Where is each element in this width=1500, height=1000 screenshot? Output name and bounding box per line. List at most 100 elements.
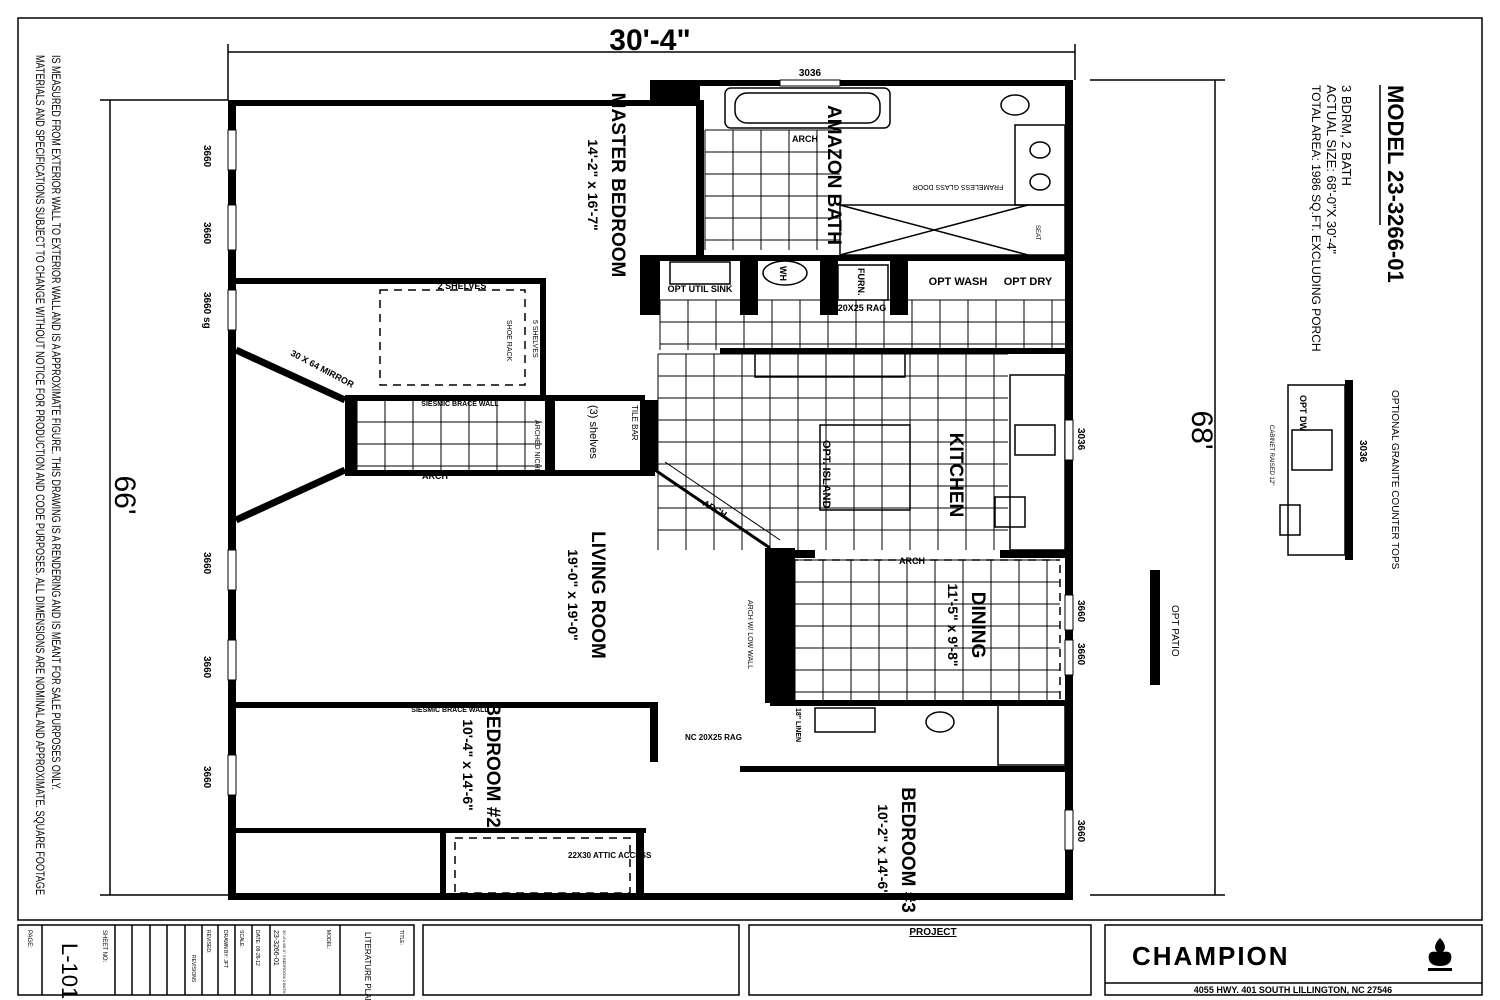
flame-logo-icon [1428,938,1452,971]
window-label: 3660 [1075,600,1086,623]
opt-wash-label: OPT WASH [929,276,988,288]
sheet-border [17,17,1483,921]
toilet [1000,94,1030,116]
room-bath: AMAZON BATH [823,105,844,245]
actual-size: ACTUAL SIZE: 68'-0"X 30'-4" [1324,85,1339,254]
model-sub: 30'-4"x 68'-0" 3 BEDROOM 2 BATH [282,930,287,994]
granite-counter-inset: OPTIONAL GRANITE COUNTER TOPS 3036 CABIN… [1268,380,1400,570]
room-kitchen: KITCHEN [945,433,966,517]
siesmic-label: SIESMIC BRACE WALL [421,401,499,408]
mirror-label: 30 X 64 MIRROR [289,348,356,390]
room-bedroom-2: BEDROOM #2 10'-4" x 14'-6" [460,702,503,828]
window-label: 3660 [201,766,212,789]
sheet-no: L-101 [57,943,82,999]
cabinet-raised-label: CABINET RAISED 12" [1268,425,1274,485]
opt-patio-label: OPT PATIO [1169,605,1180,657]
scale-label: SCALE: [238,930,244,948]
arch-label: ARCH [792,134,818,144]
arch-label: ARCH [899,556,925,566]
shelves-label: 2 SHELVES [438,281,487,291]
room-master-bedroom: MASTER BEDROOM 14'-2" x 16'-7" [585,93,628,278]
title-value: LITERATURE PLAN [363,932,372,1000]
bathtub [724,87,891,129]
room-living: LIVING ROOM 19'-0" x 19'-0" [565,531,608,659]
shower [839,204,1066,256]
total-area: TOTAL AREA: 1986 SQ.FT. EXCLUDING PORCH [1309,85,1323,352]
opt-patio: OPT PATIO [1150,570,1180,685]
water-heater [762,260,808,286]
rag-label: 20X25 RAG [838,303,887,313]
window-label: 3036 [1075,428,1086,451]
model-value: 23-3266-01 [272,930,279,966]
svg-text:BEDROOM #3: BEDROOM #3 [897,787,918,913]
dimension-width: 30'-4" [227,24,1076,100]
brand-logo: CHAMPION [1132,941,1290,971]
attic-closet [454,837,631,894]
tile-bar-label: TILE BAR [630,405,639,441]
room-labels: MASTER BEDROOM 14'-2" x 16'-7" AMAZON BA… [460,93,988,913]
room-dining: DINING 11'-5" x 9'-8" [945,584,988,667]
cabinets [754,351,906,378]
arch-label: ARCH [422,471,448,481]
dimension-left: 66' [100,99,228,896]
svg-text:LIVING ROOM: LIVING ROOM [587,531,608,659]
title-block: PAGE: SHEET NO: L-101 REVISIONS REVISED:… [17,924,1483,1000]
opt-dry-label: OPT DRY [1004,276,1053,288]
model-title: MODEL 23-3266-01 [1383,85,1408,283]
shoe-rack-label: SHOE RACK [505,320,512,362]
svg-text:10'-2" x 14'-6": 10'-2" x 14'-6" [875,804,891,896]
svg-text:BEDROOM #2: BEDROOM #2 [482,702,503,828]
arch-label: ARCH [701,498,729,520]
window-label: 3036 [799,68,822,79]
niche-label: ARCHED NICHE [533,420,540,474]
dimension-right: 68' [1090,79,1225,896]
room-bedroom-3: BEDROOM #3 10'-2" x 14'-6" [875,787,918,913]
walls [228,80,1073,900]
svg-text:MASTER BEDROOM: MASTER BEDROOM [607,93,628,278]
sheet-no-label: SHEET NO: [101,930,107,963]
granite-label: OPTIONAL GRANITE COUNTER TOPS [1389,390,1400,570]
width-label: 30'-4" [609,24,690,57]
svg-text:DINING: DINING [967,592,988,659]
svg-text:10'-4" x 14'-6": 10'-4" x 14'-6" [460,719,476,811]
toilet [925,711,955,733]
arch-low-wall-label: ARCH W/ LOW WALL [746,600,753,669]
note-line-1: MATERIALS AND SPECIFICATIONS SUBJECT TO … [33,55,47,895]
right-length-label: 68' [1185,410,1218,449]
drawn-by: DRAWN BY: JFT [222,930,228,968]
dw-label: OPT DW [1298,395,1308,432]
kitchen-counter [1009,374,1066,551]
fixtures [379,87,1066,894]
range [994,496,1026,528]
seat-label: SEAT [1034,225,1040,241]
disclaimer-notes: MATERIALS AND SPECIFICATIONS SUBJECT TO … [33,55,63,895]
util-sink [669,261,731,285]
kitchen-island [819,424,911,511]
windows: 3660 3660 3660 sg 3660 3660 3660 3036 30… [201,68,1086,851]
three-shelves-label: (3) shelves [587,405,599,459]
vanity [1014,124,1066,206]
window-label: 3660 [1075,643,1086,666]
window-label: 3660 sg [201,292,212,329]
title-label: TITLE: [398,930,404,945]
model-info: MODEL 23-3266-01 3 BDRM, 2 BATH ACTUAL S… [1309,85,1408,352]
bath-sink [814,707,876,733]
address: 4055 HWY. 401 SOUTH LILLINGTON, NC 27546 [1194,985,1392,995]
linen-label: 18" LINEN [794,708,801,742]
nc-rag-label: NC 20X25 RAG [685,733,742,742]
bathtub [997,704,1066,766]
frameless-label: FRAMELESS GLASS DOOR [913,183,1004,190]
svg-text:19'-0" x 19'-0": 19'-0" x 19'-0" [565,549,581,641]
revised-label: REVISED: [205,930,211,953]
svg-text:11'-5" x 9'-8": 11'-5" x 9'-8" [945,584,961,667]
wh-label: WH [778,266,788,281]
kitchen-sink [1014,424,1056,456]
model-label: MODEL: [325,930,331,949]
window-label: 3660 [1075,820,1086,843]
window-label: 3660 [201,145,212,168]
window-label: 3660 [201,656,212,679]
left-length-label: 66' [108,475,141,514]
furn-label: FURN. [856,268,866,296]
siesmic-label: SIESMIC BRACE WALL [411,707,489,714]
